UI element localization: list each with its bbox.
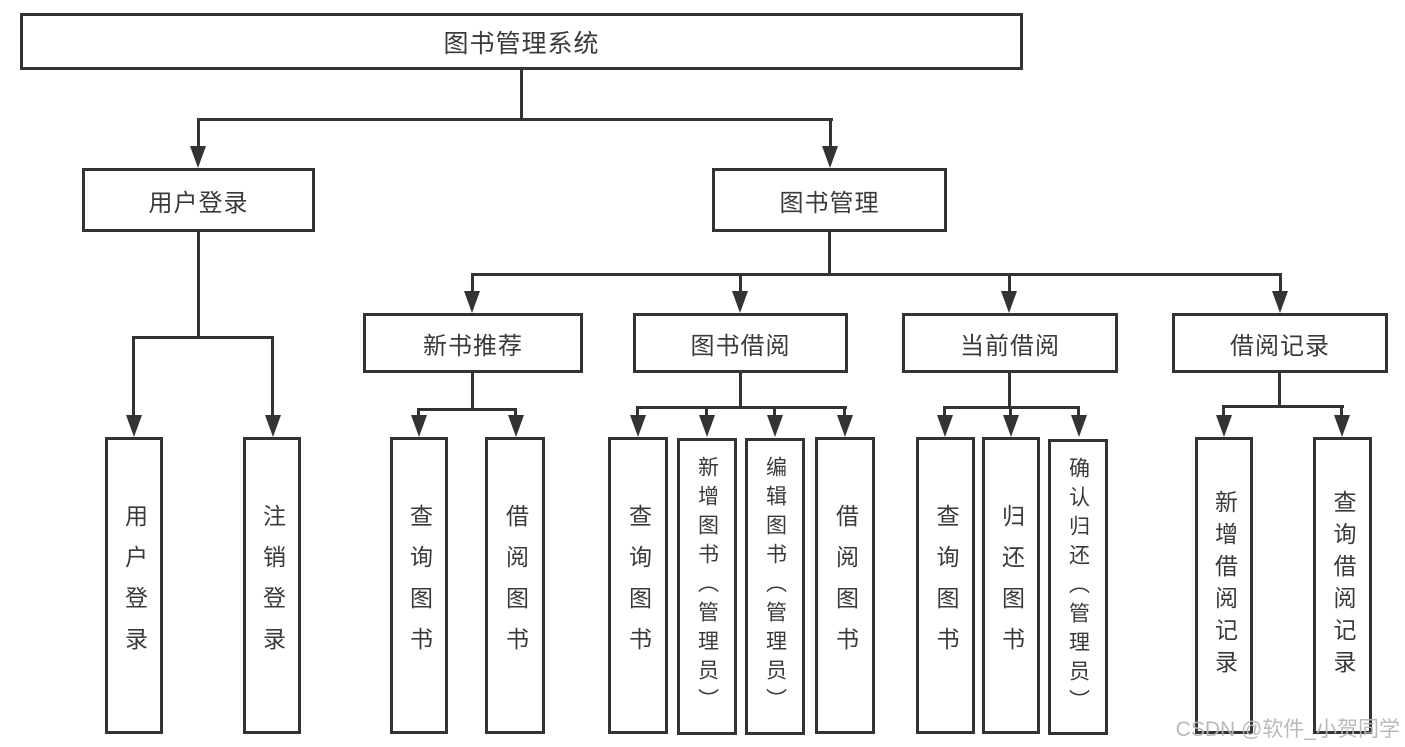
connector-line xyxy=(132,336,274,339)
connector-line xyxy=(1278,373,1281,407)
node-book-borrowing: 图书借阅 xyxy=(633,313,848,373)
arrowhead-down-icon xyxy=(732,291,748,313)
connector-line xyxy=(1340,408,1343,417)
arrowhead-down-icon xyxy=(265,415,281,437)
connector-line xyxy=(636,406,847,409)
connector-line xyxy=(943,406,1080,409)
leaf-return-books: 归还图书 xyxy=(982,437,1040,734)
node-label: 图书借阅 xyxy=(690,332,791,360)
connector-line xyxy=(197,232,200,336)
node-label: 借阅记录 xyxy=(1230,332,1330,360)
leaf-label: 新增图书（管理员） xyxy=(695,456,719,717)
connector-line xyxy=(705,409,708,417)
connector-line xyxy=(739,373,742,408)
connector-line xyxy=(739,276,742,293)
arrowhead-down-icon xyxy=(1001,291,1017,313)
connector-line xyxy=(520,70,523,121)
leaf-label: 确认归还（管理员） xyxy=(1066,456,1090,718)
connector-line xyxy=(1009,409,1012,417)
connector-line xyxy=(471,273,1282,276)
leaf-label: 注销登录 xyxy=(259,503,286,668)
arrowhead-down-icon xyxy=(1216,415,1232,437)
arrowhead-down-icon xyxy=(767,415,783,437)
arrowhead-down-icon xyxy=(464,291,480,313)
leaf-label: 查询图书 xyxy=(625,503,652,668)
connector-line xyxy=(943,409,946,417)
connector-line xyxy=(1077,409,1080,417)
node-library-management-system: 图书管理系统 xyxy=(20,13,1023,70)
leaf-label: 查询图书 xyxy=(933,503,959,668)
connector-line xyxy=(843,409,846,417)
connector-line xyxy=(773,409,776,417)
node-label: 图书管理 xyxy=(779,189,880,217)
arrowhead-down-icon xyxy=(837,415,853,437)
leaf-label: 查询图书 xyxy=(406,503,433,668)
leaf-label: 归还图书 xyxy=(998,503,1025,668)
connector-line xyxy=(197,121,200,148)
arrowhead-down-icon xyxy=(411,415,427,437)
connector-line xyxy=(829,121,832,148)
connector-line xyxy=(1279,276,1282,293)
node-current-borrowing: 当前借阅 xyxy=(902,313,1118,373)
node-label: 当前借阅 xyxy=(960,332,1060,360)
node-book-management: 图书管理 xyxy=(712,168,947,232)
arrowhead-down-icon xyxy=(1071,415,1087,437)
connector-line xyxy=(271,339,274,415)
node-user-login: 用户登录 xyxy=(82,168,315,232)
csdn-watermark: CSDN @软件_小贺同学 xyxy=(1175,718,1400,741)
leaf-label: 新增借阅记录 xyxy=(1211,489,1238,682)
connector-line xyxy=(417,408,420,418)
node-new-book-recommendation: 新书推荐 xyxy=(363,313,583,373)
connector-line xyxy=(1222,408,1225,417)
connector-line xyxy=(828,232,831,273)
leaf-label: 用户登录 xyxy=(121,503,148,668)
leaf-add-borrow-record: 新增借阅记录 xyxy=(1195,437,1253,734)
connector-line xyxy=(132,339,135,415)
leaf-query-books: 查询图书 xyxy=(916,437,975,734)
node-borrowing-records: 借阅记录 xyxy=(1172,313,1388,373)
arrowhead-down-icon xyxy=(699,415,715,437)
connector-line xyxy=(471,276,474,293)
arrowhead-down-icon xyxy=(1334,415,1350,437)
arrowhead-down-icon xyxy=(937,415,953,437)
connector-line xyxy=(197,118,833,121)
leaf-label: 查询借阅记录 xyxy=(1330,489,1356,682)
leaf-query-books: 查询图书 xyxy=(390,437,448,734)
leaf-label: 借阅图书 xyxy=(502,503,529,668)
leaf-label: 编辑图书（管理员） xyxy=(763,456,787,717)
leaf-confirm-return-admin: 确认归还（管理员） xyxy=(1048,439,1108,735)
arrowhead-down-icon xyxy=(1003,415,1019,437)
leaf-edit-books-admin: 编辑图书（管理员） xyxy=(745,438,805,735)
arrowhead-down-icon xyxy=(822,146,838,168)
connector-line xyxy=(636,409,639,417)
leaf-label: 借阅图书 xyxy=(832,503,859,668)
leaf-borrow-books: 借阅图书 xyxy=(815,437,875,734)
node-label: 新书推荐 xyxy=(423,332,523,360)
arrowhead-down-icon xyxy=(630,415,646,437)
connector-line xyxy=(1222,405,1344,408)
leaf-query-books: 查询图书 xyxy=(608,437,668,734)
leaf-borrow-books: 借阅图书 xyxy=(485,437,545,734)
leaf-query-borrow-record: 查询借阅记录 xyxy=(1313,437,1372,734)
arrowhead-down-icon xyxy=(508,415,524,437)
leaf-logout: 注销登录 xyxy=(243,437,301,734)
node-label: 用户登录 xyxy=(148,189,249,217)
connector-line xyxy=(1008,276,1011,293)
connector-line xyxy=(1008,373,1011,408)
arrowhead-down-icon xyxy=(190,146,206,168)
arrowhead-down-icon xyxy=(126,415,142,437)
node-label: 图书管理系统 xyxy=(443,29,600,58)
leaf-add-books-admin: 新增图书（管理员） xyxy=(677,438,737,735)
leaf-user-login: 用户登录 xyxy=(105,437,163,734)
connector-line xyxy=(471,373,474,410)
connector-line xyxy=(514,408,517,418)
arrowhead-down-icon xyxy=(1272,291,1288,313)
connector-line xyxy=(417,408,517,411)
